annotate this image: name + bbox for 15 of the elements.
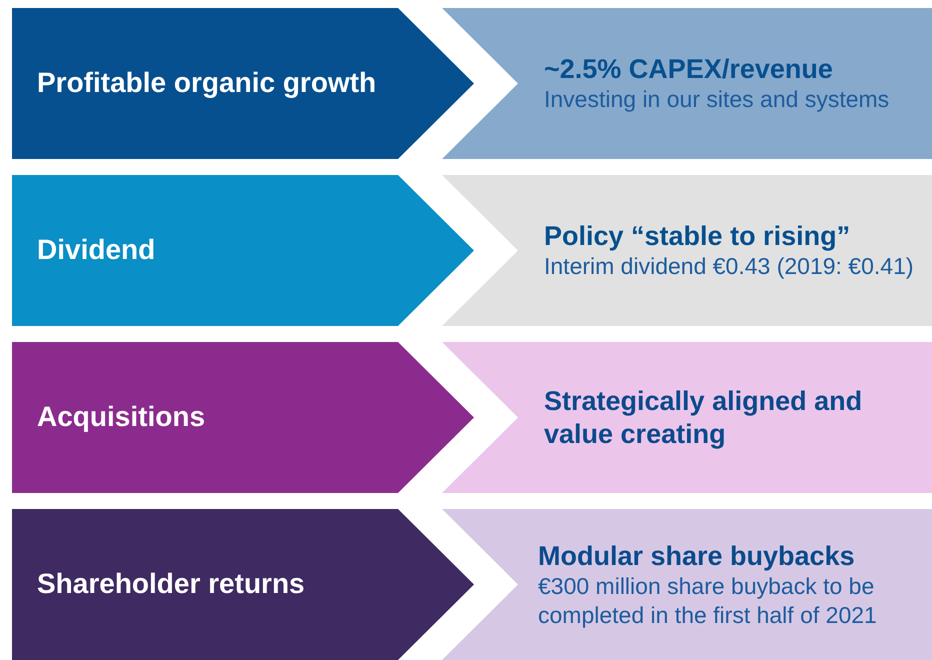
notched-panel xyxy=(442,8,932,159)
panel-heading: Strategically aligned and value creating xyxy=(544,385,864,450)
category-title: Acquisitions xyxy=(37,401,206,434)
panel-description: Interim dividend €0.43 (2019: €0.41) xyxy=(544,252,915,282)
notched-panel xyxy=(442,175,932,326)
category-title: Profitable organic growth xyxy=(37,67,376,100)
panel-description: Investing in our sites and systems xyxy=(544,85,890,114)
notched-panel xyxy=(442,509,932,660)
category-title: Shareholder returns xyxy=(37,568,305,601)
panel-description: €300 million share buyback to be completed in the first half of 2021 xyxy=(538,572,878,630)
panel-heading: Policy “stable to rising” xyxy=(544,220,852,252)
notched-panel xyxy=(442,342,932,493)
panel-heading: ~2.5% CAPEX/revenue xyxy=(544,52,834,86)
category-title: Dividend xyxy=(37,234,156,267)
panel-heading: Modular share buybacks xyxy=(538,540,856,572)
